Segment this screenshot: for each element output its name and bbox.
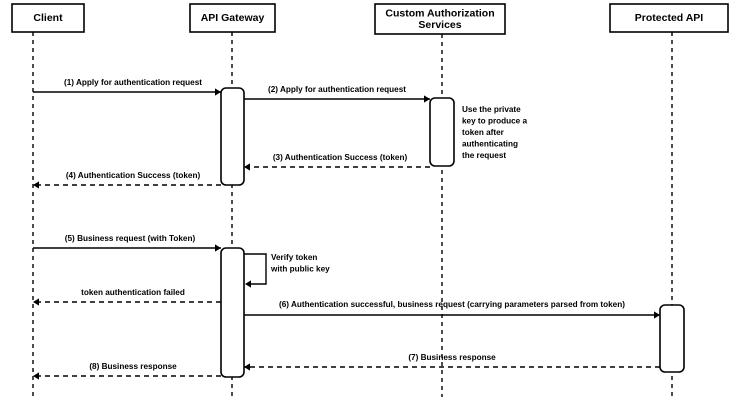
message-token-auth-failed: token authentication failed [33, 288, 221, 306]
participant-label-line: API Gateway [201, 12, 265, 24]
activation-bar-protected [659, 304, 685, 373]
participant-label-line: Client [33, 12, 63, 24]
self-message-verify-token: Verify token with public key [244, 253, 330, 288]
arrow-head-icon [33, 181, 39, 189]
note-line: key to produce a [462, 117, 528, 126]
message-7: (7) Business response [244, 353, 660, 371]
arrow-head-icon [654, 311, 660, 319]
message-5: (5) Business request (with Token) [33, 234, 221, 252]
activations-layer [220, 87, 685, 378]
self-message-label: Verify token with public key [270, 253, 330, 274]
participant-label-line: Services [418, 19, 461, 31]
arrow-head-icon [215, 88, 221, 96]
message-label: (6) Authentication successful, business … [279, 300, 625, 309]
message-label: (5) Business request (with Token) [65, 234, 196, 243]
self-message-label-line: with public key [270, 265, 330, 274]
self-messages-layer: Verify token with public key [244, 253, 330, 288]
participant-label: Client [33, 12, 63, 24]
arrow-head-icon [244, 363, 250, 371]
self-message-label-line: Verify token [271, 253, 317, 262]
participant-label: API Gateway [201, 12, 265, 24]
participant-label: Protected API [635, 12, 704, 24]
message-1: (1) Apply for authentication request [33, 78, 221, 96]
note-line: token after [462, 128, 505, 137]
arrow-head-icon [33, 372, 39, 380]
message-label: (3) Authentication Success (token) [273, 153, 408, 162]
arrow-head-icon [244, 163, 250, 171]
activation-bar-custom_auth [429, 97, 455, 167]
messages-layer: (1) Apply for authentication request (2) … [33, 78, 660, 380]
participant-box-rect [189, 3, 276, 33]
note-line: authenticating [462, 140, 518, 149]
note-private-key-note: Use the private key to produce a token aft… [462, 105, 528, 160]
note-line: Use the private [462, 105, 521, 114]
participant-box-rect [11, 3, 85, 33]
message-label: (7) Business response [408, 353, 496, 362]
message-8: (8) Business response [33, 362, 221, 380]
message-6: (6) Authentication successful, business … [244, 300, 660, 319]
message-label: (1) Apply for authentication request [64, 78, 202, 87]
activation-bar-api_gateway [220, 247, 245, 378]
message-3: (3) Authentication Success (token) [244, 153, 430, 171]
participant-client[interactable]: Client [11, 3, 85, 33]
message-label: (2) Apply for authentication request [268, 85, 406, 94]
arrow-head-icon [245, 280, 251, 288]
participant-protected[interactable]: Protected API [609, 3, 729, 33]
arrow-head-icon [215, 244, 221, 252]
participant-box-rect [609, 3, 729, 33]
arrow-head-icon [33, 298, 39, 306]
message-4: (4) Authentication Success (token) [33, 171, 221, 189]
participant-label-line: Custom Authorization [385, 7, 494, 19]
notes-layer: Use the private key to produce a token aft… [462, 105, 528, 160]
self-message-path [244, 253, 267, 285]
message-label: token authentication failed [81, 288, 185, 297]
message-2: (2) Apply for authentication request [244, 85, 430, 103]
message-label: (4) Authentication Success (token) [66, 171, 201, 180]
participant-label-line: Protected API [635, 12, 704, 24]
activation-bar-api_gateway [220, 87, 245, 186]
participant-box-rect [374, 3, 506, 35]
arrow-head-icon [424, 95, 430, 103]
message-label: (8) Business response [89, 362, 177, 371]
participant-api_gateway[interactable]: API Gateway [189, 3, 276, 33]
note-line: the request [462, 151, 506, 160]
